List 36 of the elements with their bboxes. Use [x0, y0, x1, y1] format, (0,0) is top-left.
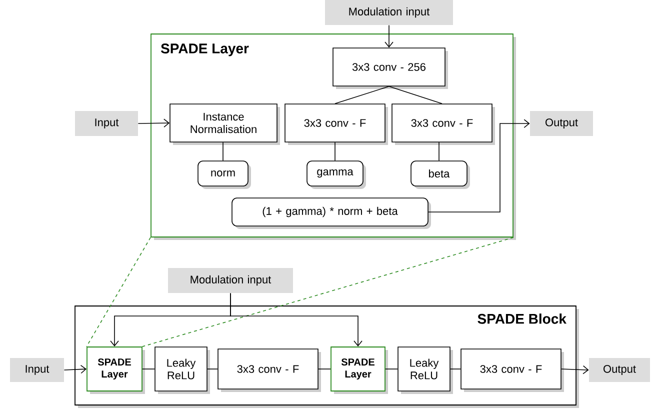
output-box: beta	[410, 160, 470, 189]
text-tag: Input	[10, 358, 64, 382]
text-tag: Modulation input	[168, 268, 293, 293]
arrow	[561, 365, 589, 374]
connector-line	[318, 368, 331, 370]
connector-line	[142, 368, 155, 370]
process-box: 3x3 conv - F	[218, 348, 321, 392]
connector-line	[450, 368, 461, 370]
text-tag: Modulation input	[325, 0, 453, 25]
process-box: 3x3 conv - F	[284, 104, 388, 145]
output-box: gamma	[306, 160, 366, 189]
connector-line	[385, 368, 398, 370]
output-box: (1 + gamma) * norm + beta	[232, 198, 431, 229]
arrow	[384, 24, 394, 48]
process-box: 3x3 conv - 256	[332, 48, 448, 89]
text-tag: Output	[589, 358, 650, 382]
text-tag: Input	[75, 111, 138, 136]
process-box: 3x3 conv - F	[460, 348, 564, 392]
connector-line	[438, 142, 440, 161]
arrow	[64, 364, 87, 374]
connector-line	[334, 142, 336, 161]
arrow	[138, 118, 170, 128]
layer-box: SPADE Layer	[86, 346, 145, 394]
zoom-line	[142, 237, 514, 347]
process-box: Instance Normalisation	[170, 104, 280, 145]
arrow	[230, 292, 362, 347]
connector-line	[207, 368, 218, 370]
process-box: 3x3 conv - F	[392, 104, 495, 145]
text-tag: Output	[530, 111, 593, 136]
connector-line	[222, 142, 224, 161]
zoom-line	[86, 237, 151, 347]
arrow	[428, 119, 530, 212]
output-box: norm	[198, 160, 251, 189]
process-box: Leaky ReLU	[154, 346, 210, 394]
layer-box: SPADE Layer	[330, 346, 388, 394]
process-box: Leaky ReLU	[398, 346, 453, 394]
